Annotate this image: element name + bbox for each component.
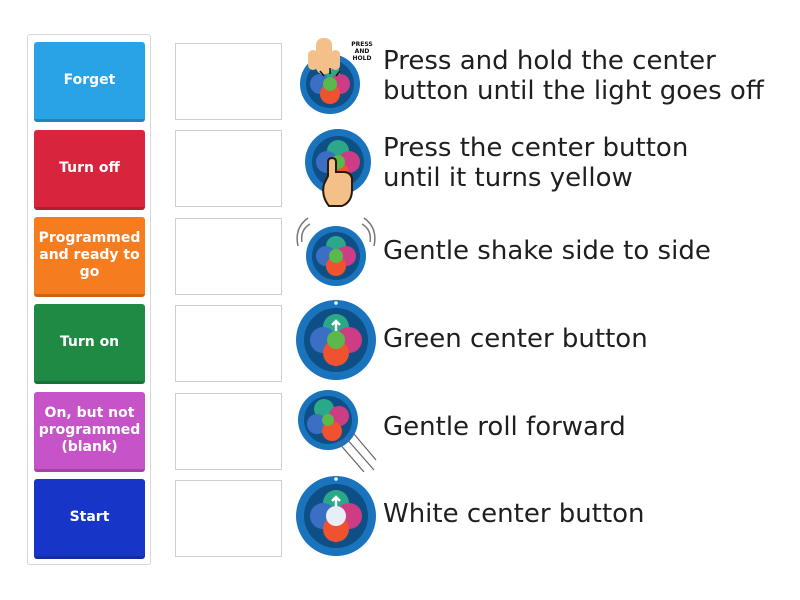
svg-text:HOLD: HOLD [353, 55, 372, 62]
description-2: Press the center button until it turns y… [383, 133, 783, 193]
description-2-line2: until it turns yellow [383, 163, 633, 193]
description-1: Press and hold the center button until t… [383, 46, 783, 106]
tile-programmed-ready[interactable]: Programmed and ready to go [34, 217, 145, 297]
description-5: Gentle roll forward [383, 412, 626, 442]
drop-slot-3[interactable] [175, 218, 282, 295]
shake-robot-icon [296, 217, 376, 286]
press-yellow-robot-icon [305, 129, 371, 207]
description-2-line1: Press the center button [383, 133, 689, 163]
description-1-line1: Press and hold the center [383, 46, 716, 76]
tile-forget[interactable]: Forget [34, 42, 145, 122]
description-1-line2: button until the light goes off [383, 76, 764, 106]
tile-turn-off[interactable]: Turn off [34, 130, 145, 210]
drop-slot-6[interactable] [175, 480, 282, 557]
press-hold-robot-icon: PRESS AND HOLD [300, 38, 373, 114]
description-4: Green center button [383, 324, 648, 354]
drop-slot-5[interactable] [175, 393, 282, 470]
answer-tiles-panel: Forget Turn off Programmed and ready to … [27, 34, 151, 565]
tile-start[interactable]: Start [34, 479, 145, 559]
press-hold-badge: PRESS [351, 41, 373, 48]
tile-turn-on[interactable]: Turn on [34, 304, 145, 384]
drop-slot-1[interactable] [175, 43, 282, 120]
white-center-robot-icon [296, 476, 376, 556]
svg-text:AND: AND [355, 48, 370, 55]
tile-on-not-programmed[interactable]: On, but not programmed (blank) [34, 392, 145, 472]
green-center-robot-icon [296, 300, 376, 380]
description-3: Gentle shake side to side [383, 236, 711, 266]
drop-slot-4[interactable] [175, 305, 282, 382]
roll-robot-icon [298, 390, 377, 472]
description-6: White center button [383, 499, 645, 529]
drop-slot-2[interactable] [175, 130, 282, 207]
